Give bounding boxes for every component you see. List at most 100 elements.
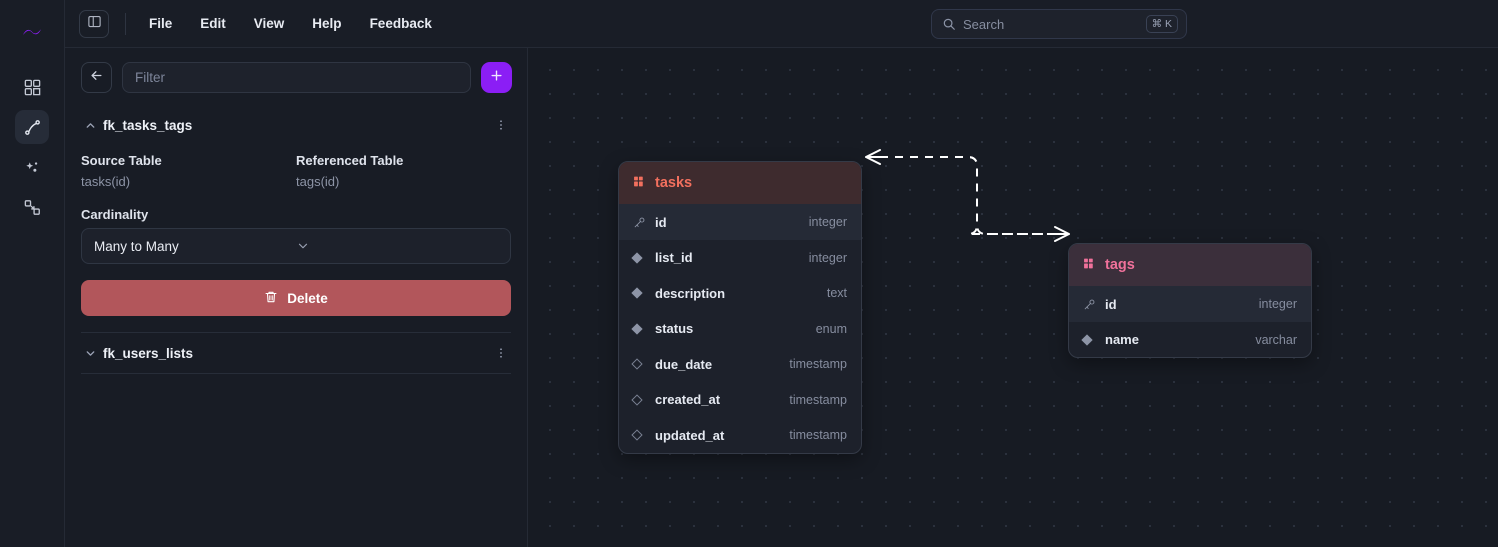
- topbar: File Edit View Help Feedback Search ⌘ K: [65, 0, 1498, 48]
- source-table-field: Source Table tasks(id): [81, 153, 296, 189]
- delete-relation-button[interactable]: Delete: [81, 280, 511, 316]
- rail-item-diagram[interactable]: [15, 190, 49, 224]
- nodes-link-icon: [23, 198, 42, 217]
- plus-icon: [489, 68, 504, 88]
- rail-item-tables[interactable]: [15, 70, 49, 104]
- diamond-solid-icon: [631, 252, 650, 264]
- field-type: integer: [808, 250, 847, 265]
- rail-item-ai-assist[interactable]: [15, 150, 49, 184]
- sparkles-icon: [23, 158, 42, 177]
- menubar: File Edit View Help Feedback: [140, 11, 441, 36]
- table-row[interactable]: created_at timestamp: [619, 382, 861, 418]
- referenced-table-label: Referenced Table: [296, 153, 404, 168]
- referenced-table-value: tags(id): [296, 174, 340, 189]
- table-icon: [633, 175, 646, 192]
- field-name: updated_at: [655, 427, 725, 443]
- key-icon: [633, 216, 650, 229]
- field-name: id: [1105, 296, 1117, 312]
- key-icon: [1083, 298, 1100, 311]
- delete-label: Delete: [287, 290, 328, 306]
- table-icon: [1083, 257, 1096, 274]
- sidebar-toggle-icon: [87, 14, 102, 34]
- layout-grid-icon: [23, 78, 42, 97]
- diamond-solid-icon: [1081, 334, 1100, 346]
- field-type: text: [826, 286, 847, 301]
- inspector-toolbar: [65, 48, 527, 105]
- arrow-left-icon: [89, 68, 104, 88]
- table-node-tags[interactable]: tags id integer n: [1068, 243, 1312, 358]
- chevron-up-icon: [81, 119, 99, 132]
- workspace: fk_tasks_tags Source Table tasks(id): [65, 48, 1498, 547]
- search-icon: [942, 17, 956, 31]
- menu-file[interactable]: File: [149, 16, 173, 31]
- source-table-value: tasks(id): [81, 174, 131, 189]
- table-row[interactable]: list_id integer: [619, 240, 861, 276]
- inspector-divider-bottom: [81, 373, 511, 374]
- search-shortcut-badge: ⌘ K: [1145, 15, 1178, 33]
- filter-input[interactable]: [122, 62, 471, 93]
- table-node-header: tags: [1069, 244, 1311, 286]
- diamond-solid-icon: [631, 323, 650, 335]
- diamond-solid-icon: [631, 287, 650, 299]
- table-node-header: tasks: [619, 162, 861, 204]
- table-row[interactable]: description text: [619, 275, 861, 311]
- sidebar-toggle-button[interactable]: [79, 9, 109, 38]
- field-type: varchar: [1255, 332, 1297, 347]
- table-node-tasks[interactable]: tasks id integer: [618, 161, 862, 454]
- cardinality-label: Cardinality: [81, 207, 149, 222]
- field-name: due_date: [655, 356, 713, 372]
- relation-section-body: Source Table tasks(id) Referenced Table …: [81, 145, 511, 332]
- topbar-divider: [125, 12, 126, 35]
- rail-item-relations[interactable]: [15, 110, 49, 144]
- table-row[interactable]: name varchar: [1069, 322, 1311, 358]
- table-row[interactable]: due_date timestamp: [619, 346, 861, 382]
- relation-name-2: fk_users_lists: [103, 345, 194, 361]
- field-type: integer: [1258, 297, 1297, 312]
- cardinality-value: Many to Many: [94, 238, 179, 254]
- field-type: enum: [815, 321, 847, 336]
- field-type: integer: [808, 215, 847, 230]
- table-row[interactable]: id integer: [1069, 286, 1311, 322]
- table-row[interactable]: updated_at timestamp: [619, 417, 861, 453]
- menu-help[interactable]: Help: [312, 16, 342, 31]
- menu-feedback[interactable]: Feedback: [369, 16, 432, 31]
- source-table-label: Source Table: [81, 153, 162, 168]
- chevron-down-icon: [296, 239, 498, 253]
- menu-view[interactable]: View: [253, 16, 285, 31]
- relations-inspector: fk_tasks_tags Source Table tasks(id): [65, 48, 528, 547]
- relation-section-header[interactable]: fk_tasks_tags: [81, 105, 511, 145]
- field-type: timestamp: [789, 428, 847, 443]
- diamond-hollow-icon: [631, 429, 650, 441]
- referenced-table-field: Referenced Table tags(id): [296, 153, 511, 189]
- field-name: id: [655, 214, 667, 230]
- field-name: created_at: [655, 392, 721, 408]
- table-row[interactable]: status enum: [619, 311, 861, 347]
- add-relation-button[interactable]: [481, 62, 512, 93]
- diamond-hollow-icon: [631, 394, 650, 406]
- relation-more-menu-icon-2[interactable]: [491, 341, 511, 365]
- diamond-hollow-icon: [631, 358, 650, 370]
- inspector-divider-top: [81, 332, 511, 333]
- field-name: name: [1105, 332, 1139, 348]
- field-name: description: [655, 285, 726, 301]
- search-box[interactable]: Search ⌘ K: [931, 9, 1187, 39]
- back-button[interactable]: [81, 62, 112, 93]
- field-type: timestamp: [789, 392, 847, 407]
- cardinality-select[interactable]: Many to Many: [81, 228, 511, 264]
- field-type: timestamp: [789, 357, 847, 372]
- main-column: File Edit View Help Feedback Search ⌘ K: [65, 0, 1498, 547]
- app-rail: [0, 0, 65, 547]
- relation-section-header-2[interactable]: fk_users_lists: [81, 333, 511, 373]
- field-name: list_id: [655, 250, 693, 266]
- menu-edit[interactable]: Edit: [200, 16, 226, 31]
- table-name: tags: [1105, 257, 1135, 273]
- relation-section-fk-tasks-tags: fk_tasks_tags Source Table tasks(id): [65, 105, 527, 332]
- table-row[interactable]: id integer: [619, 204, 861, 240]
- erd-canvas[interactable]: tasks id integer: [528, 48, 1498, 547]
- relation-name: fk_tasks_tags: [103, 117, 193, 133]
- relation-more-menu-icon[interactable]: [491, 113, 511, 137]
- wave-logo-icon: [15, 16, 49, 50]
- relation-section-fk-users-lists: fk_users_lists: [65, 333, 527, 373]
- field-name: status: [655, 321, 694, 337]
